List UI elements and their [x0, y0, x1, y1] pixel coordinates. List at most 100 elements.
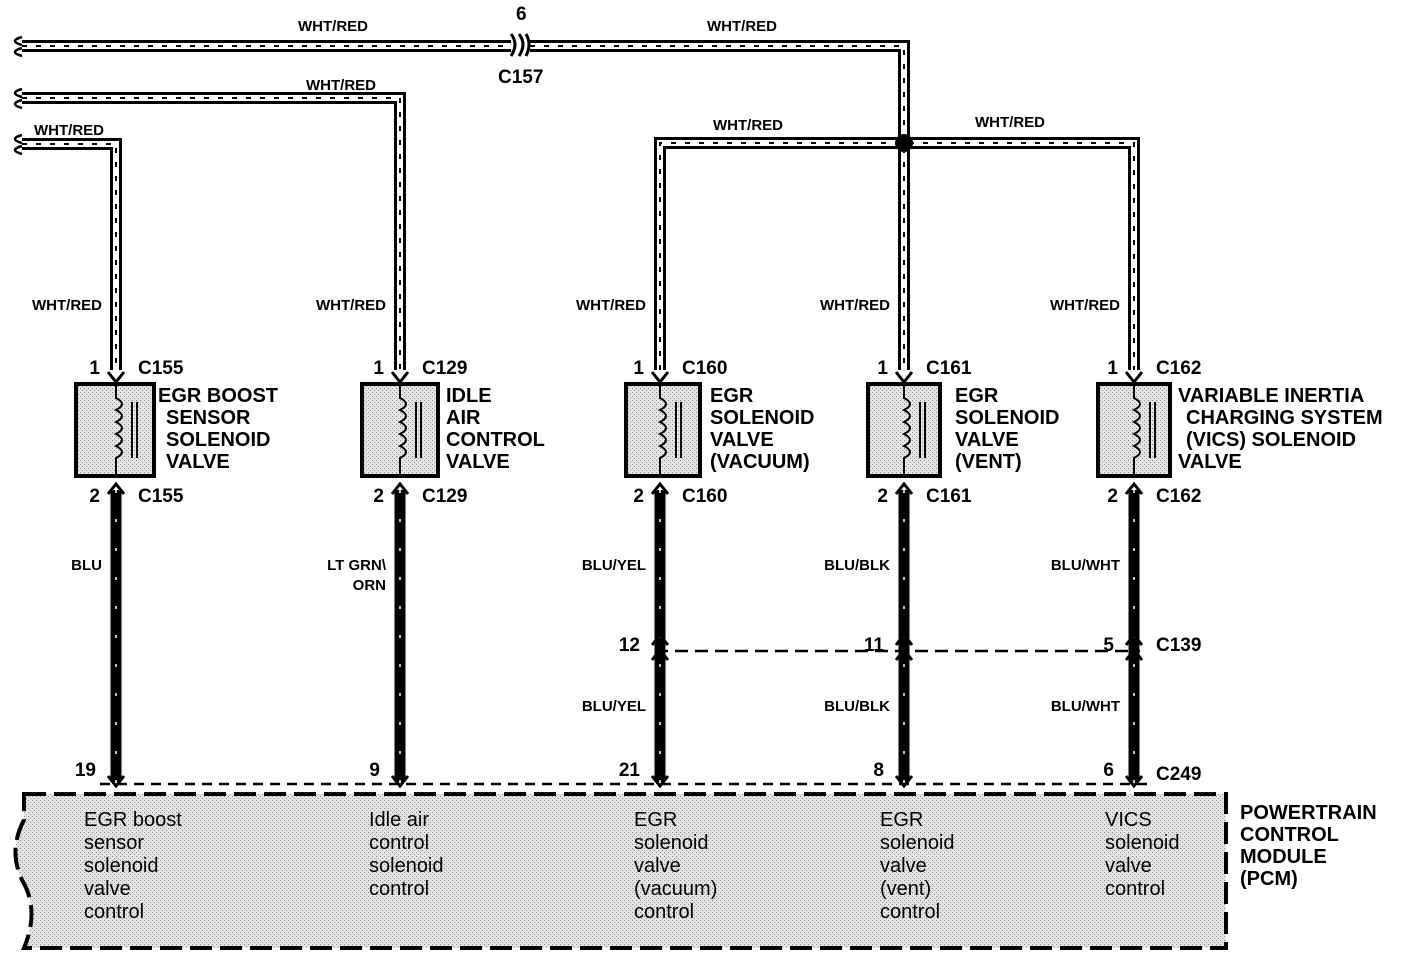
- pin-top-label: 1: [633, 358, 644, 379]
- pcm-pin-label: 8: [873, 760, 884, 781]
- connector-top-label: C160: [682, 358, 727, 379]
- inline-pin-label: 12: [619, 635, 640, 656]
- pcm-function-line: valve: [634, 855, 681, 877]
- pin-arrow-bottom: [650, 481, 670, 495]
- coil-symbol: [397, 386, 407, 474]
- pin-arrow-top: [390, 371, 410, 385]
- pcm-function-line: EGR boost: [84, 809, 182, 831]
- component-name-line: CHARGING SYSTEM: [1186, 407, 1383, 429]
- pcm-connector-label: C249: [1156, 764, 1201, 785]
- pin-arrow-bottom: [894, 481, 914, 495]
- component-name-line: (VACUUM): [710, 451, 810, 473]
- pcm-pin-label: 21: [619, 760, 641, 781]
- control-wire-lower-label: BLU/WHT: [1051, 698, 1120, 715]
- coil-symbol: [113, 386, 123, 474]
- pcm-function-line: solenoid: [369, 855, 444, 877]
- pcm-function-line: valve: [880, 855, 927, 877]
- control-wire-label: BLU/YEL: [582, 557, 646, 574]
- pin-arrow-bottom: [106, 481, 126, 495]
- component-name-line: EGR BOOST: [158, 385, 278, 407]
- supply-wire-core: [530, 43, 907, 370]
- supply-wire-stripe: [659, 142, 1135, 370]
- pin-arrow-top: [106, 371, 126, 385]
- pcm-function-line: solenoid: [634, 832, 709, 854]
- wire-label-branch-right: WHT/RED: [975, 114, 1045, 131]
- pin-arrow-top: [1124, 371, 1144, 385]
- pcm-title: POWERTRAIN CONTROL MODULE (PCM): [1240, 802, 1377, 890]
- c139-arrow: [650, 647, 670, 661]
- pcm-function-line: control: [634, 901, 694, 923]
- connector-top-label: C155: [138, 358, 184, 379]
- connector-bottom-label: C160: [682, 486, 727, 507]
- supply-wire-label: WHT/RED: [316, 297, 386, 314]
- pcm-function-line: control: [369, 878, 429, 900]
- inline-pin-label: 5: [1103, 635, 1114, 656]
- pcm-pin-arrow: [1124, 775, 1144, 789]
- pcm-title-line-4: (PCM): [1240, 868, 1298, 890]
- c157-label: C157: [498, 67, 543, 88]
- component-name-line: EGR: [955, 385, 999, 407]
- pcm-pin-label: 19: [75, 760, 96, 781]
- c139-arrow: [650, 632, 670, 646]
- pcm-pin-label: 6: [1103, 760, 1114, 781]
- connector-top-label: C129: [422, 358, 467, 379]
- pin-bottom-label: 2: [877, 486, 888, 507]
- pcm-function-line: (vacuum): [634, 878, 717, 900]
- supply-wire-core: [657, 140, 1137, 370]
- supply-wires: [22, 40, 1140, 370]
- pcm-pin-arrow: [390, 775, 410, 789]
- connector-bottom-label: C155: [138, 486, 184, 507]
- wire-label-branch-left: WHT/RED: [713, 117, 783, 134]
- supply-wire-core: [22, 141, 119, 370]
- pcm-function-line: control: [84, 901, 144, 923]
- supply-wire-outline: [654, 137, 1140, 370]
- pcm-function-line: (vent): [880, 878, 931, 900]
- connector-top-label: C161: [926, 358, 972, 379]
- pin-arrow-bottom: [1124, 481, 1144, 495]
- pcm-function-line: EGR: [880, 809, 923, 831]
- component-name-line: SOLENOID: [955, 407, 1059, 429]
- pcm-title-line-3: MODULE: [1240, 846, 1327, 868]
- c157-connector-symbol: [509, 33, 531, 57]
- solenoid-box: [624, 382, 702, 478]
- pcm-function-line: control: [880, 901, 940, 923]
- control-wire-label: BLU: [71, 557, 102, 574]
- pcm-function-line: solenoid: [84, 855, 159, 877]
- pin-top-label: 1: [1107, 358, 1118, 379]
- component-name-line: SOLENOID: [166, 429, 270, 451]
- control-wire-label: BLU/BLK: [824, 557, 890, 574]
- inline-connector-label: C139: [1156, 635, 1201, 656]
- pin-arrow-top: [650, 371, 670, 385]
- pcm-function-line: solenoid: [880, 832, 955, 854]
- component-name-line: (VENT): [955, 451, 1022, 473]
- pin-bottom-label: 2: [633, 486, 644, 507]
- c139-arrow: [1124, 632, 1144, 646]
- pcm-function-line: solenoid: [1105, 832, 1180, 854]
- component-name-line: SOLENOID: [710, 407, 814, 429]
- pin-bottom-label: 2: [1107, 486, 1118, 507]
- component-name-line: VALVE: [1178, 451, 1242, 473]
- splice-dot: [895, 134, 913, 152]
- supply-wire-stripe: [22, 97, 401, 370]
- pcm-title-line-2: CONTROL: [1240, 824, 1339, 846]
- c139-arrow: [894, 632, 914, 646]
- pcm-outline: [13, 792, 1228, 950]
- wire-label-row2: WHT/RED: [306, 77, 376, 94]
- supply-wire-label: WHT/RED: [576, 297, 646, 314]
- component-name-line: EGR: [710, 385, 754, 407]
- component-name-line: (VICS) SOLENOID: [1186, 429, 1356, 451]
- supply-wire-outline: [530, 40, 910, 370]
- control-wire-label: BLU/WHT: [1051, 557, 1120, 574]
- pin-top-label: 1: [373, 358, 384, 379]
- control-wire-label: ORN: [353, 577, 386, 594]
- supply-wire-label: WHT/RED: [820, 297, 890, 314]
- coil-symbol: [1131, 386, 1141, 474]
- component-name-line: AIR: [446, 407, 481, 429]
- pcm-module: [13, 782, 1228, 950]
- pcm-function-line: sensor: [84, 832, 144, 854]
- wire-break-symbols: [13, 35, 23, 156]
- pcm-title-line-1: POWERTRAIN: [1240, 802, 1377, 824]
- pcm-pin-arrow: [650, 775, 670, 789]
